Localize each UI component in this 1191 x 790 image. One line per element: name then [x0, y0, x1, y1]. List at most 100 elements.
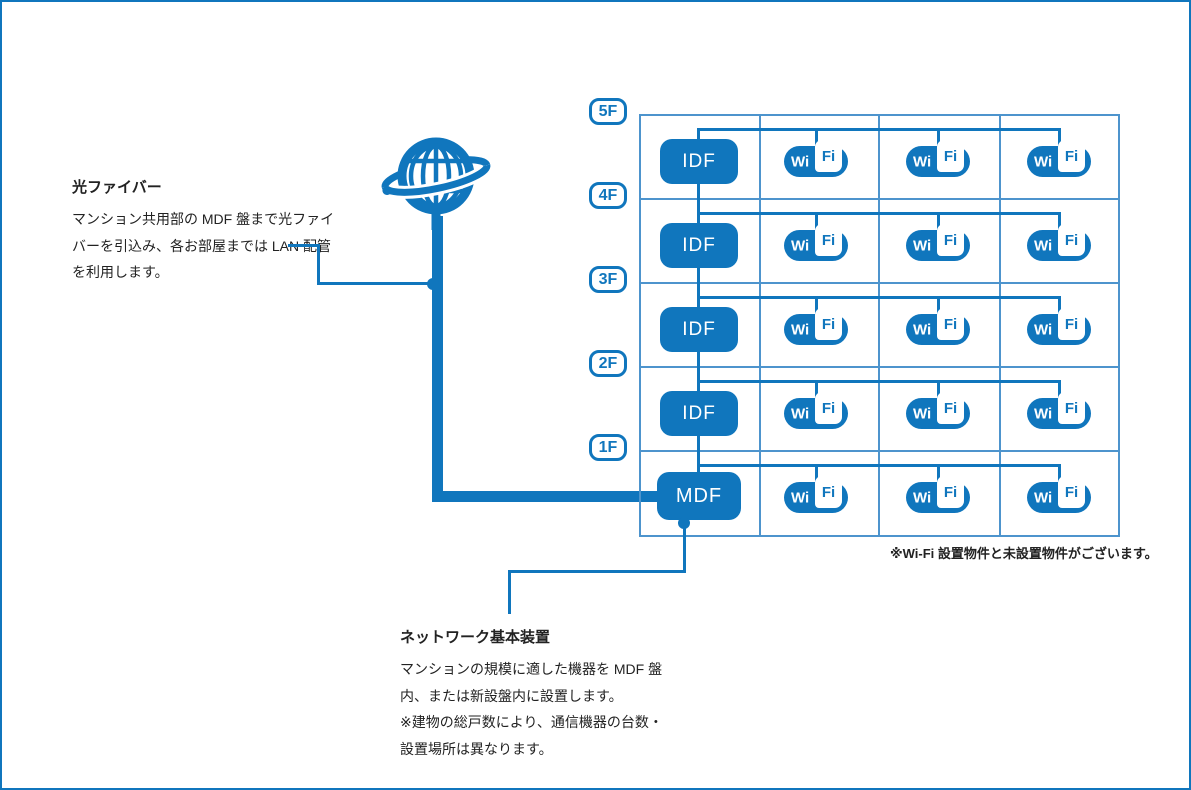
wifi-drop-line — [937, 380, 940, 399]
fiber-callout-line — [317, 282, 431, 285]
mdf-callout-line — [683, 523, 686, 573]
wifi-fi-text: Fi — [1058, 140, 1085, 172]
fiber-callout-line — [317, 244, 320, 285]
network-annotation-line: 内、または新設盤内に設置します。 — [400, 687, 623, 704]
wifi-drop-line — [815, 380, 818, 399]
wifi-fi-text: Fi — [1058, 476, 1085, 508]
building-grid — [639, 114, 1120, 537]
wifi-drop-line — [815, 212, 818, 231]
idf-box-5f: IDF — [660, 139, 738, 184]
wifi-wi-text: Wi — [913, 237, 932, 254]
floor-branch-line-1f — [698, 464, 1061, 467]
wifi-drop-line — [815, 464, 818, 483]
wifi-badge-icon: Wi Fi — [1027, 224, 1091, 261]
wifi-fi-text: Fi — [1058, 392, 1085, 424]
wifi-fi-text: Fi — [937, 224, 964, 256]
wifi-wi-text: Wi — [913, 321, 932, 338]
fiber-annotation-title: 光ファイバー — [72, 179, 162, 196]
wifi-drop-line — [937, 464, 940, 483]
wifi-badge-icon: Wi Fi — [1027, 392, 1091, 429]
network-annotation-line: 設置場所は異なります。 — [400, 740, 553, 757]
wifi-wi-text: Wi — [791, 405, 810, 422]
network-annotation: ネットワーク基本装置 マンションの規模に適した機器を MDF 盤 内、または新設… — [400, 626, 663, 762]
wifi-wi-text: Wi — [1034, 489, 1053, 506]
wifi-drop-line — [1058, 464, 1061, 483]
wifi-badge-icon: Wi Fi — [1027, 308, 1091, 345]
network-annotation-line: ※建物の総戸数により、通信機器の台数・ — [400, 714, 663, 730]
wifi-drop-line — [937, 212, 940, 231]
wifi-fi-text: Fi — [815, 392, 842, 424]
wifi-fi-text: Fi — [815, 308, 842, 340]
wifi-note: ※Wi-Fi 設置物件と未設置物件がございます。 — [890, 546, 1158, 561]
floor-branch-line-2f — [698, 380, 1061, 383]
fiber-annotation-line: を利用します。 — [72, 264, 169, 280]
grid-floor-line — [641, 450, 1118, 452]
grid-column-line — [759, 116, 761, 535]
floor-label-3f: 3F — [589, 266, 627, 293]
fiber-annotation-line: バーを引込み、各お部屋までは LAN 配管 — [72, 237, 332, 254]
wifi-badge-icon: Wi Fi — [1027, 140, 1091, 177]
wifi-wi-text: Wi — [913, 405, 932, 422]
wifi-drop-line — [1058, 212, 1061, 231]
wifi-badge-icon: Wi Fi — [906, 476, 970, 513]
network-annotation-line: マンションの規模に適した機器を MDF 盤 — [400, 661, 663, 677]
wifi-drop-line — [1058, 128, 1061, 147]
floor-branch-line-3f — [698, 296, 1061, 299]
wifi-fi-text: Fi — [937, 308, 964, 340]
wifi-drop-line — [937, 128, 940, 147]
wifi-drop-line — [815, 128, 818, 147]
wifi-badge-icon: Wi Fi — [784, 140, 848, 177]
wifi-fi-text: Fi — [1058, 308, 1085, 340]
fiber-trunk-horizontal-line — [432, 491, 660, 502]
wifi-drop-line — [1058, 296, 1061, 315]
wifi-drop-line — [937, 296, 940, 315]
wifi-badge-icon: Wi Fi — [906, 308, 970, 345]
floor-label-4f: 4F — [589, 182, 627, 209]
floor-branch-line-4f — [698, 212, 1061, 215]
idf-box-2f: IDF — [660, 391, 738, 436]
wifi-wi-text: Wi — [913, 153, 932, 170]
floor-label-2f: 2F — [589, 350, 627, 377]
wifi-fi-text: Fi — [937, 392, 964, 424]
wifi-drop-line — [1058, 380, 1061, 399]
wifi-wi-text: Wi — [791, 237, 810, 254]
grid-floor-line — [641, 282, 1118, 284]
wifi-fi-text: Fi — [815, 140, 842, 172]
mdf-box: MDF — [657, 472, 741, 520]
grid-column-line — [999, 116, 1001, 535]
idf-box-4f: IDF — [660, 223, 738, 268]
floor-label-5f: 5F — [589, 98, 627, 125]
mdf-callout-line — [508, 570, 511, 614]
wifi-wi-text: Wi — [1034, 237, 1053, 254]
wifi-wi-text: Wi — [1034, 153, 1053, 170]
floor-label-1f: 1F — [589, 434, 627, 461]
fiber-callout-line — [288, 244, 320, 247]
wifi-fi-text: Fi — [1058, 224, 1085, 256]
wifi-wi-text: Wi — [791, 321, 810, 338]
grid-column-line — [878, 116, 880, 535]
wifi-badge-icon: Wi Fi — [784, 392, 848, 429]
wifi-drop-line — [815, 296, 818, 315]
mdf-callout-line — [508, 570, 686, 573]
wifi-badge-icon: Wi Fi — [906, 224, 970, 261]
floor-branch-line-5f — [698, 128, 1061, 131]
wifi-fi-text: Fi — [815, 476, 842, 508]
fiber-trunk-vertical-line — [432, 216, 443, 502]
globe-icon — [378, 137, 494, 230]
fiber-junction-dot — [427, 278, 439, 290]
wifi-wi-text: Wi — [1034, 321, 1053, 338]
wifi-wi-text: Wi — [791, 153, 810, 170]
grid-floor-line — [641, 366, 1118, 368]
wifi-wi-text: Wi — [913, 489, 932, 506]
wifi-badge-icon: Wi Fi — [784, 308, 848, 345]
network-annotation-title: ネットワーク基本装置 — [400, 629, 551, 646]
grid-floor-line — [641, 198, 1118, 200]
wifi-wi-text: Wi — [1034, 405, 1053, 422]
wifi-badge-icon: Wi Fi — [1027, 476, 1091, 513]
wifi-badge-icon: Wi Fi — [906, 392, 970, 429]
wifi-fi-text: Fi — [937, 476, 964, 508]
